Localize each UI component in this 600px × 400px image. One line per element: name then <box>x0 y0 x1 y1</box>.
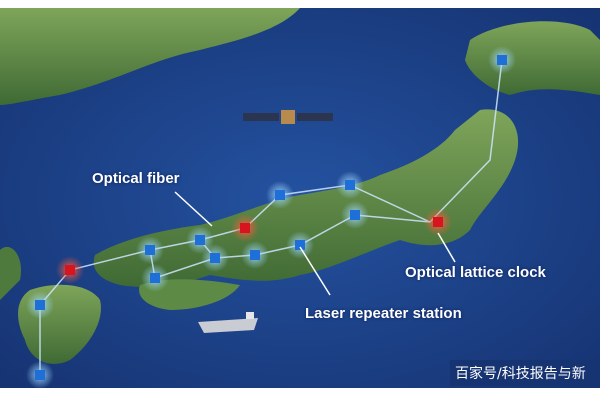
label-pointers <box>174 191 456 296</box>
watermark-band <box>450 360 600 386</box>
repeater-station <box>341 201 369 229</box>
hokkaido <box>465 21 600 95</box>
repeater-station <box>136 236 164 264</box>
repeater-station <box>141 264 169 292</box>
optical-fiber-label: Optical fiber <box>92 170 180 187</box>
optical-lattice-clock <box>56 256 84 284</box>
optical-lattice-clock <box>231 214 259 242</box>
repeater-station <box>26 361 54 389</box>
repeater-station <box>266 181 294 209</box>
ship <box>198 312 258 333</box>
mainland-asia <box>0 8 300 105</box>
satellite <box>243 110 333 124</box>
repeater-station <box>241 241 269 269</box>
repeater-station <box>336 171 364 199</box>
optical-lattice-clocks <box>56 208 452 284</box>
repeater-station <box>488 46 516 74</box>
korea-coast <box>0 246 21 300</box>
laser-repeater-station-label: Laser repeater station <box>305 305 462 322</box>
optical-lattice-clock <box>424 208 452 236</box>
optical-lattice-clock-label: Optical lattice clock <box>405 264 546 281</box>
watermark: 百家号/科技报告与新 <box>455 366 586 382</box>
laser-repeater-stations <box>26 46 516 389</box>
repeater-station <box>26 291 54 319</box>
repeater-station <box>286 231 314 259</box>
repeater-station <box>201 244 229 272</box>
